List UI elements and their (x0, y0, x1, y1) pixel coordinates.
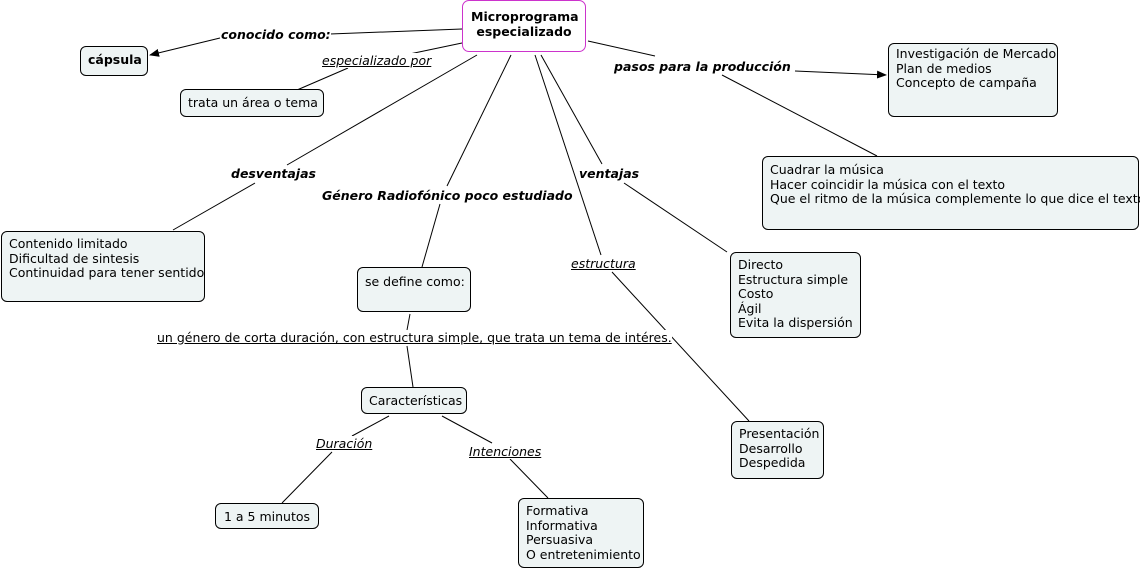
pasos-item: Concepto de campaña (896, 75, 1037, 91)
node-ventajas[interactable]: Directo Estructura simple Costo Ágil Evi… (730, 252, 861, 338)
node-trata-area[interactable]: trata un área o tema (180, 89, 324, 117)
node-estructura[interactable]: Presentación Desarrollo Despedida (731, 421, 824, 479)
label-definicion: un género de corta duración, con estruct… (157, 330, 672, 345)
intenciones-item: Informativa (526, 517, 598, 533)
ventajas-item: Ágil (738, 300, 762, 316)
desventajas-item: Contenido limitado (9, 236, 128, 251)
label-intenciones: Intenciones (469, 444, 542, 459)
node-capsula[interactable]: cápsula (80, 46, 148, 76)
link-pasos-investigacion (794, 70, 887, 79)
node-se-define[interactable]: se define como: (357, 267, 471, 312)
node-pasos-produccion[interactable]: Investigación de Mercado Plan de medios … (888, 43, 1058, 117)
estructura-item: Desarrollo (739, 440, 803, 456)
link-desventajas-box (172, 182, 256, 231)
link-genero-sedefine (421, 203, 441, 268)
link-intenciones-box (509, 458, 549, 499)
desventajas-item: Continuidad para tener sentido (9, 265, 205, 281)
link-caract-intenciones-label (441, 415, 493, 444)
link-ventajas-box (623, 182, 728, 253)
link-root-genero (446, 54, 512, 187)
link-pasos-musica (721, 74, 878, 157)
link-definicion-caract (406, 345, 414, 388)
node-musica[interactable]: Cuadrar la música Hacer coincidir la mús… (762, 156, 1140, 230)
link-especializado-trata (296, 67, 349, 91)
label-estructura: estructura (571, 256, 636, 271)
link-sedefine-definicion (406, 313, 411, 331)
link-caract-duracion-label (351, 415, 390, 437)
link-root-ventajas (540, 54, 603, 165)
estructura-item: Despedida (739, 455, 806, 471)
label-especializado-por: especializado por (322, 53, 432, 68)
node-desventajas[interactable]: Contenido limitado Dificultad de sintesi… (1, 231, 205, 302)
intenciones-item: Formativa (526, 503, 589, 518)
label-genero: Género Radiofónico poco estudiado (322, 188, 573, 203)
link-duracion-box (281, 451, 333, 504)
ventajas-item: Evita la dispersión (738, 315, 853, 331)
link-root-desventajas (286, 54, 478, 166)
link-root-pasos (587, 40, 656, 57)
pasos-item: Plan de medios (896, 60, 992, 76)
root-concept[interactable]: Microprograma especializado (462, 0, 586, 52)
ventajas-item: Directo (738, 257, 784, 272)
link-root-conocido (329, 28, 463, 35)
label-ventajas: ventajas (579, 166, 640, 181)
root-line: Microprograma (471, 9, 579, 24)
link-conocido-capsula (149, 37, 221, 57)
label-desventajas: desventajas (231, 166, 316, 181)
root-line: especializado (476, 23, 572, 39)
node-caracteristicas[interactable]: Características (361, 387, 467, 414)
pasos-item: Investigación de Mercado (896, 46, 1057, 61)
intenciones-item: O entretenimiento (526, 546, 641, 562)
intenciones-item: Persuasiva (526, 532, 594, 548)
estructura-item: Presentación (739, 426, 820, 441)
link-root-estructura (534, 54, 602, 256)
node-duracion[interactable]: 1 a 5 minutos (215, 503, 319, 529)
label-pasos-produccion: pasos para la producción (614, 59, 791, 74)
label-conocido-como: conocido como: (221, 27, 331, 42)
musica-item: Hacer coincidir la música con el texto (770, 176, 1006, 192)
musica-item: Cuadrar la música (770, 162, 884, 177)
ventajas-item: Estructura simple (738, 271, 849, 287)
link-estructura-box (611, 271, 750, 422)
label-duracion: Duración (316, 436, 373, 451)
ventajas-item: Costo (738, 286, 774, 302)
musica-item: Que el ritmo de la música complemente lo… (770, 191, 1140, 207)
node-intenciones[interactable]: Formativa Informativa Persuasiva O entre… (518, 498, 644, 568)
desventajas-item: Dificultad de sintesis (9, 250, 140, 266)
